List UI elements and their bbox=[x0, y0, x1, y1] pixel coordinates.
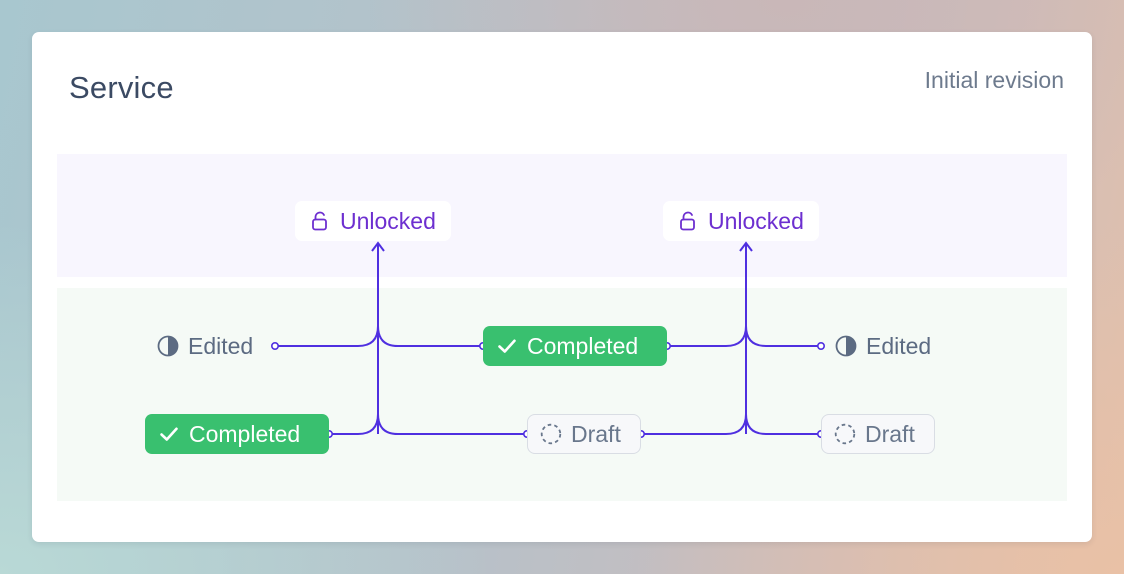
connector-draft-to-draft bbox=[641, 413, 821, 435]
node-draft-2[interactable]: Draft bbox=[821, 414, 935, 454]
half-circle-icon bbox=[157, 335, 179, 357]
node-unlocked-1[interactable]: Unlocked bbox=[295, 201, 451, 241]
node-draft-1[interactable]: Draft bbox=[527, 414, 641, 454]
node-label: Completed bbox=[527, 332, 639, 359]
lane-status bbox=[57, 288, 1067, 501]
revision-label[interactable]: Initial revision bbox=[924, 67, 1064, 93]
lane-unlocked bbox=[57, 154, 1067, 277]
port-edited-2-in bbox=[816, 341, 825, 350]
node-unlocked-2[interactable]: Unlocked bbox=[663, 201, 819, 241]
node-label: Completed bbox=[189, 420, 301, 447]
service-card: Service Initial revision bbox=[32, 32, 1092, 542]
node-label: Edited bbox=[866, 332, 932, 359]
node-completed-2[interactable]: Completed bbox=[145, 414, 329, 454]
connector-lines bbox=[271, 241, 825, 438]
node-label: Unlocked bbox=[708, 207, 804, 234]
arrow-head-2 bbox=[739, 241, 753, 252]
check-icon bbox=[158, 423, 180, 445]
node-edited-2[interactable]: Edited bbox=[835, 326, 931, 366]
node-label: Draft bbox=[865, 420, 915, 447]
port-edited-1-out bbox=[271, 341, 280, 350]
dashed-circle-icon bbox=[540, 423, 562, 445]
unlock-icon bbox=[309, 210, 331, 232]
node-label: Unlocked bbox=[340, 207, 436, 234]
check-icon bbox=[496, 335, 518, 357]
connector-completed-to-edited bbox=[667, 325, 821, 347]
node-label: Edited bbox=[188, 332, 254, 359]
unlock-icon bbox=[677, 210, 699, 232]
node-completed-1[interactable]: Completed bbox=[483, 326, 667, 366]
arrow-head-1 bbox=[371, 241, 385, 252]
connector-completed-to-draft bbox=[329, 413, 527, 435]
half-circle-icon bbox=[835, 335, 857, 357]
dashed-circle-icon bbox=[834, 423, 856, 445]
node-edited-1[interactable]: Edited bbox=[157, 326, 253, 366]
card-title: Service bbox=[69, 70, 174, 105]
node-label: Draft bbox=[571, 420, 621, 447]
